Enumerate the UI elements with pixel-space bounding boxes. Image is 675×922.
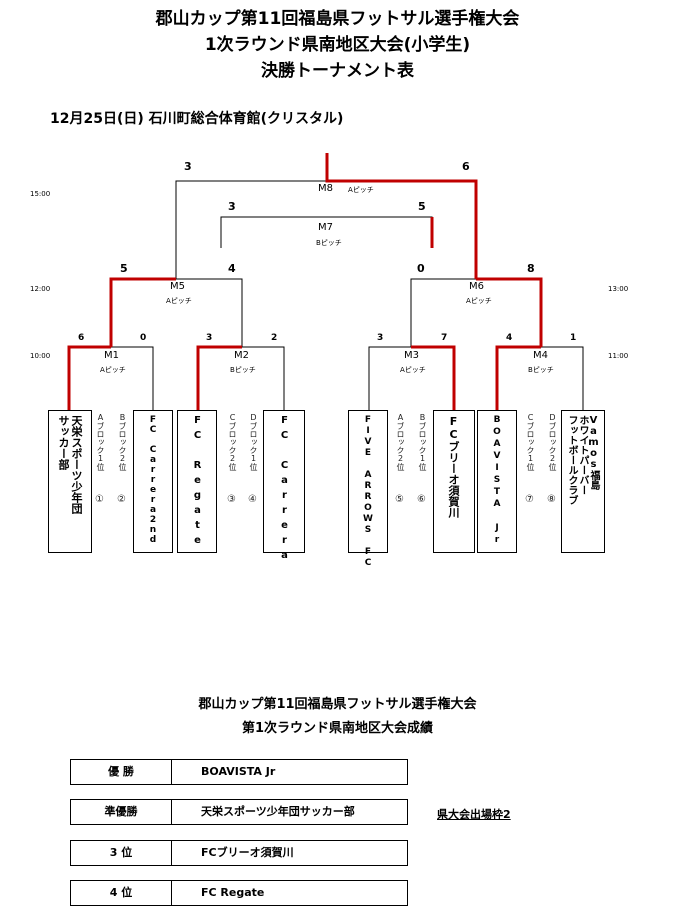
match-label-m4: M4 bbox=[533, 350, 548, 361]
match-label-m1: M1 bbox=[104, 350, 119, 361]
seed-label: Bブロック2位 bbox=[118, 413, 127, 471]
team-name: Vamos福島 ホワイトパーバー フットボールクラブ bbox=[566, 415, 599, 505]
score-m7-left: 3 bbox=[228, 200, 236, 213]
qualification-note: 県大会出場枠2 bbox=[437, 808, 511, 821]
seed-label: Dブロック1位 bbox=[249, 413, 258, 471]
win-path-m6 bbox=[476, 277, 543, 347]
match-label-m3: M3 bbox=[404, 350, 419, 361]
team-name: FC Regate bbox=[192, 415, 203, 550]
team-box: FC Carrera bbox=[263, 410, 305, 565]
score-m2-left: 3 bbox=[206, 333, 213, 343]
pitch-label-m3: Aピッチ bbox=[400, 366, 426, 374]
team-name: BOAVISTA Jr bbox=[492, 415, 502, 547]
score-m3-right: 7 bbox=[441, 333, 448, 343]
page-title-line2: 1次ラウンド県南地区大会(小学生) bbox=[204, 35, 471, 55]
score-m4-left: 4 bbox=[506, 333, 513, 343]
result-rank: 準優勝 bbox=[71, 800, 172, 824]
win-path-m1 bbox=[67, 345, 111, 410]
seed-number: ③ bbox=[227, 494, 236, 505]
time-label: 11:00 bbox=[608, 352, 629, 360]
result-row: 優 勝 BOAVISTA Jr bbox=[70, 759, 408, 785]
team-name: FIVE ARROWS FC bbox=[363, 415, 373, 569]
team-name: FC Carrera bbox=[279, 415, 290, 565]
seed-number: ⑥ bbox=[417, 494, 426, 505]
result-row: 準優勝 天栄スポーツ少年団サッカー部 bbox=[70, 799, 408, 825]
score-m7-right: 5 bbox=[418, 200, 426, 213]
score-m6-left: 0 bbox=[417, 262, 425, 275]
match-label-m2: M2 bbox=[234, 350, 249, 361]
pitch-label-m1: Aピッチ bbox=[100, 366, 126, 374]
team-box: FCブリーオ須賀川 bbox=[433, 410, 475, 553]
result-rank: 4 位 bbox=[71, 881, 172, 905]
seed-label: Bブロック1位 bbox=[418, 413, 427, 471]
match-label-m8: M8 bbox=[318, 183, 333, 194]
match-label-m6: M6 bbox=[469, 281, 484, 292]
team-box: FIVE ARROWS FC bbox=[348, 410, 388, 569]
time-label: 12:00 bbox=[30, 285, 51, 293]
pitch-label-m7: Bピッチ bbox=[316, 239, 342, 247]
results-title-line2: 第1次ラウンド県南地区大会成績 bbox=[241, 721, 434, 736]
seed-number: ⑦ bbox=[525, 494, 534, 505]
result-row: 4 位 FC Regate bbox=[70, 880, 408, 906]
match-label-m5: M5 bbox=[170, 281, 185, 292]
pitch-label-m4: Bピッチ bbox=[528, 366, 554, 374]
seed-label: Aブロック2位 bbox=[396, 413, 405, 471]
win-path-m8 bbox=[325, 153, 478, 279]
result-team: FCブリーオ須賀川 bbox=[201, 846, 294, 859]
team-box: FC Regate bbox=[177, 410, 217, 553]
team-name: FCブリーオ須賀川 bbox=[447, 415, 460, 518]
seed-number: ⑧ bbox=[547, 494, 556, 505]
results-title-line1: 郡山カップ第11回福島県フットサル選手権大会 bbox=[198, 697, 477, 712]
score-m4-right: 1 bbox=[570, 333, 577, 343]
score-m8-left: 3 bbox=[184, 160, 192, 173]
team-box: BOAVISTA Jr bbox=[477, 410, 517, 553]
pitch-label-m8: Aピッチ bbox=[348, 186, 374, 194]
team-name: FC Carrera2nd bbox=[148, 415, 158, 545]
seed-number: ④ bbox=[248, 494, 257, 505]
seed-label: Cブロック2位 bbox=[228, 413, 237, 471]
win-path-m5 bbox=[109, 277, 176, 347]
seed-label: Aブロック1位 bbox=[96, 413, 105, 471]
time-label: 10:00 bbox=[30, 352, 51, 360]
match-label-m7: M7 bbox=[318, 222, 333, 233]
score-m5-left: 5 bbox=[120, 262, 128, 275]
page-title-line3: 決勝トーナメント表 bbox=[261, 61, 414, 81]
win-path-m4 bbox=[495, 345, 541, 410]
score-m3-left: 3 bbox=[377, 333, 384, 343]
team-box: 天栄スポーツ少年団 サッカー部 bbox=[48, 410, 92, 553]
seed-number: ① bbox=[95, 494, 104, 505]
win-path-m2 bbox=[196, 345, 242, 410]
page-title-line1: 郡山カップ第11回福島県フットサル選手権大会 bbox=[155, 9, 520, 29]
score-m5-right: 4 bbox=[228, 262, 236, 275]
score-m6-right: 8 bbox=[527, 262, 535, 275]
score-m8-right: 6 bbox=[462, 160, 470, 173]
team-name: 天栄スポーツ少年団 サッカー部 bbox=[57, 415, 83, 514]
time-label: 13:00 bbox=[608, 285, 629, 293]
result-team: 天栄スポーツ少年団サッカー部 bbox=[201, 805, 355, 818]
win-path-m3 bbox=[411, 345, 456, 410]
seed-label: Cブロック1位 bbox=[526, 413, 535, 471]
date-venue: 12月25日(日) 石川町総合体育館(クリスタル) bbox=[50, 111, 344, 127]
team-box: FC Carrera2nd bbox=[133, 410, 173, 553]
result-row: 3 位 FCブリーオ須賀川 bbox=[70, 840, 408, 866]
result-rank: 優 勝 bbox=[71, 760, 172, 784]
score-m1-right: 0 bbox=[140, 333, 147, 343]
result-team: BOAVISTA Jr bbox=[201, 765, 276, 778]
score-m2-right: 2 bbox=[271, 333, 278, 343]
pitch-label-m2: Bピッチ bbox=[230, 366, 256, 374]
team-box: Vamos福島 ホワイトパーバー フットボールクラブ bbox=[561, 410, 605, 553]
pitch-label-m5: Aピッチ bbox=[166, 297, 192, 305]
result-rank: 3 位 bbox=[71, 841, 172, 865]
score-m1-left: 6 bbox=[78, 333, 85, 343]
result-team: FC Regate bbox=[201, 886, 265, 899]
seed-label: Dブロック2位 bbox=[548, 413, 557, 471]
seed-number: ⑤ bbox=[395, 494, 404, 505]
seed-number: ② bbox=[117, 494, 126, 505]
pitch-label-m6: Aピッチ bbox=[466, 297, 492, 305]
time-label: 15:00 bbox=[30, 190, 51, 198]
